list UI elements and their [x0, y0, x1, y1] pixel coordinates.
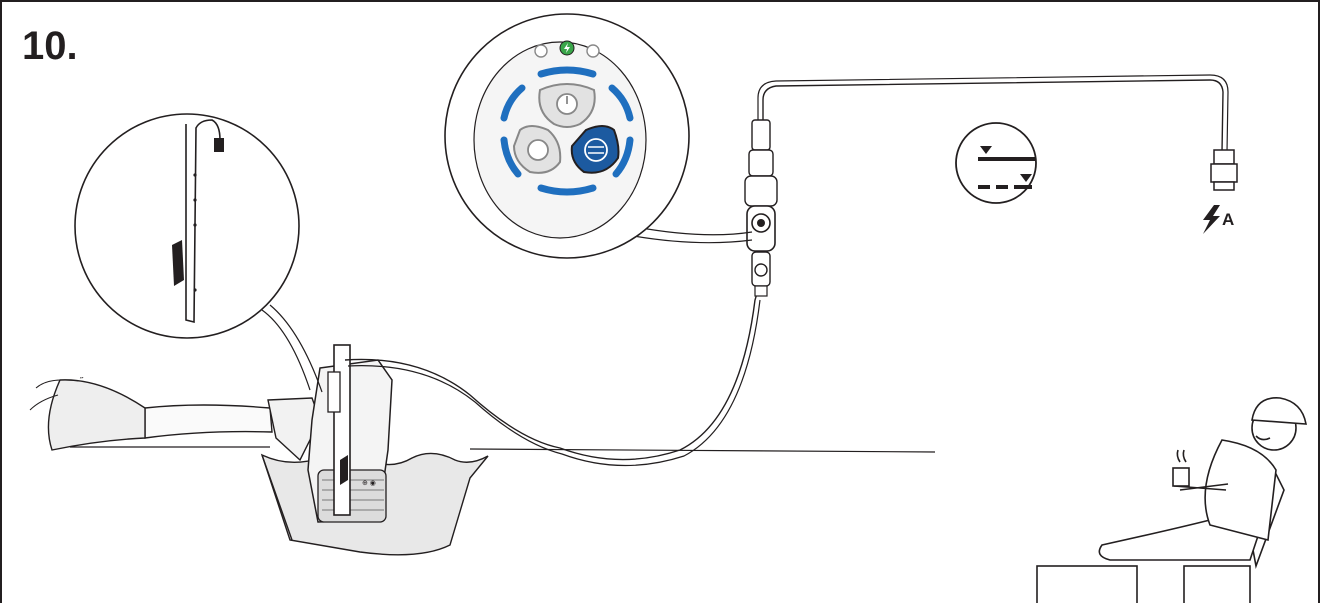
hard-hat-icon [1251, 397, 1307, 425]
discharge-hose: ˶ [29, 372, 321, 462]
power-plug [1210, 149, 1238, 191]
level-indicator-ring [500, 66, 634, 196]
controller-magnifier [444, 13, 690, 259]
pump: ⊕ ◉ [307, 344, 393, 523]
coffee-cup-icon [1172, 467, 1190, 487]
lightning-icon [1203, 205, 1220, 234]
level-switch-button[interactable] [570, 125, 620, 174]
controller-unit [744, 119, 778, 297]
svg-text:⊕ ◉: ⊕ ◉ [362, 480, 376, 487]
step-number: 10. [22, 24, 78, 68]
wrench-icon [534, 44, 548, 58]
level-switch-symbol [955, 122, 1037, 204]
bracket-magnifier [74, 113, 323, 393]
worker-figure [1036, 397, 1307, 603]
thermometer-icon [586, 44, 600, 58]
level-switch-icon [584, 138, 608, 162]
pump-cable [344, 289, 759, 461]
top-button[interactable] [538, 83, 596, 128]
splash-marks: ˶ [79, 372, 84, 383]
left-button[interactable] [512, 125, 562, 174]
power-label: A [1222, 210, 1235, 229]
ground-line [70, 446, 936, 453]
power-cable [762, 79, 1224, 153]
